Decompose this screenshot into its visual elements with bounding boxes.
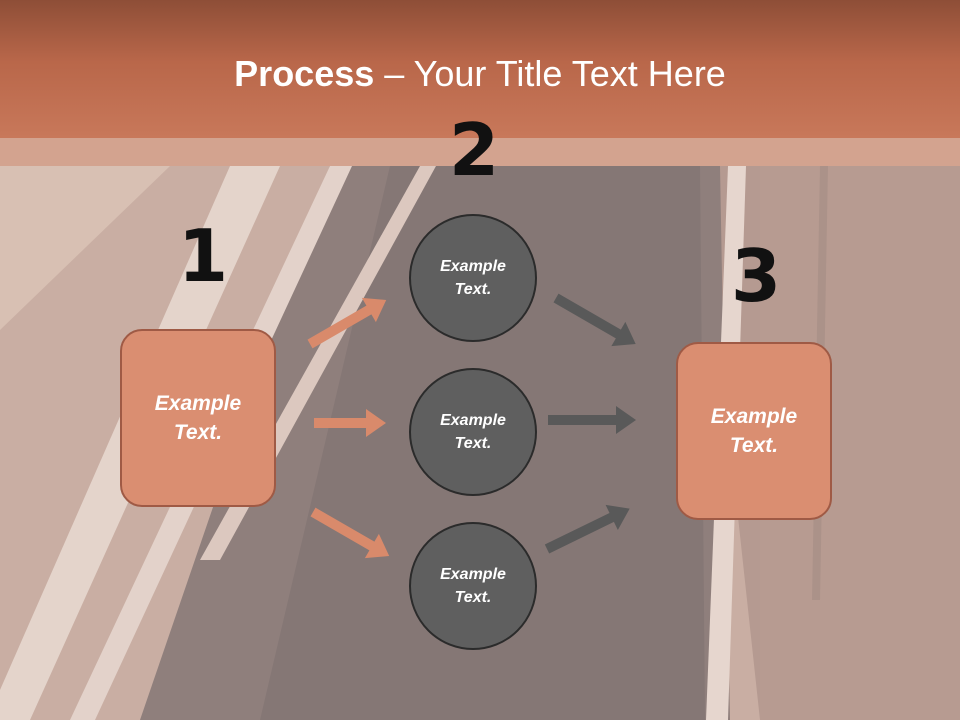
step-number-3: 3	[731, 234, 782, 318]
circle-top-text: Example Text.	[440, 258, 506, 298]
arrow-1-to-bottom	[310, 507, 390, 559]
arrow-top-to-3	[553, 293, 636, 347]
title-bar	[0, 0, 960, 138]
arrow-1-to-middle	[314, 409, 386, 437]
step-number-2: 2	[449, 108, 500, 192]
step-1-text: Example Text.	[154, 392, 242, 444]
step-3-text: Example Text.	[710, 405, 798, 457]
circle-bottom-text: Example Text.	[440, 566, 506, 606]
title-rest: – Your Title Text Here	[374, 53, 726, 94]
step-2-circle-bottom: Example Text.	[409, 522, 537, 650]
arrow-bottom-to-3	[544, 504, 630, 554]
title-strip	[0, 138, 960, 166]
slide-title: Process – Your Title Text Here	[0, 52, 960, 96]
circle-middle-text: Example Text.	[440, 412, 506, 452]
step-2-circle-middle: Example Text.	[409, 368, 537, 496]
arrow-1-to-top	[307, 297, 387, 349]
title-bold: Process	[234, 53, 375, 94]
step-3-box: Example Text.	[676, 342, 832, 520]
step-1-box: Example Text.	[120, 329, 276, 507]
step-number-1: 1	[178, 214, 229, 298]
arrow-middle-to-3	[548, 406, 636, 434]
step-2-circle-top: Example Text.	[409, 214, 537, 342]
